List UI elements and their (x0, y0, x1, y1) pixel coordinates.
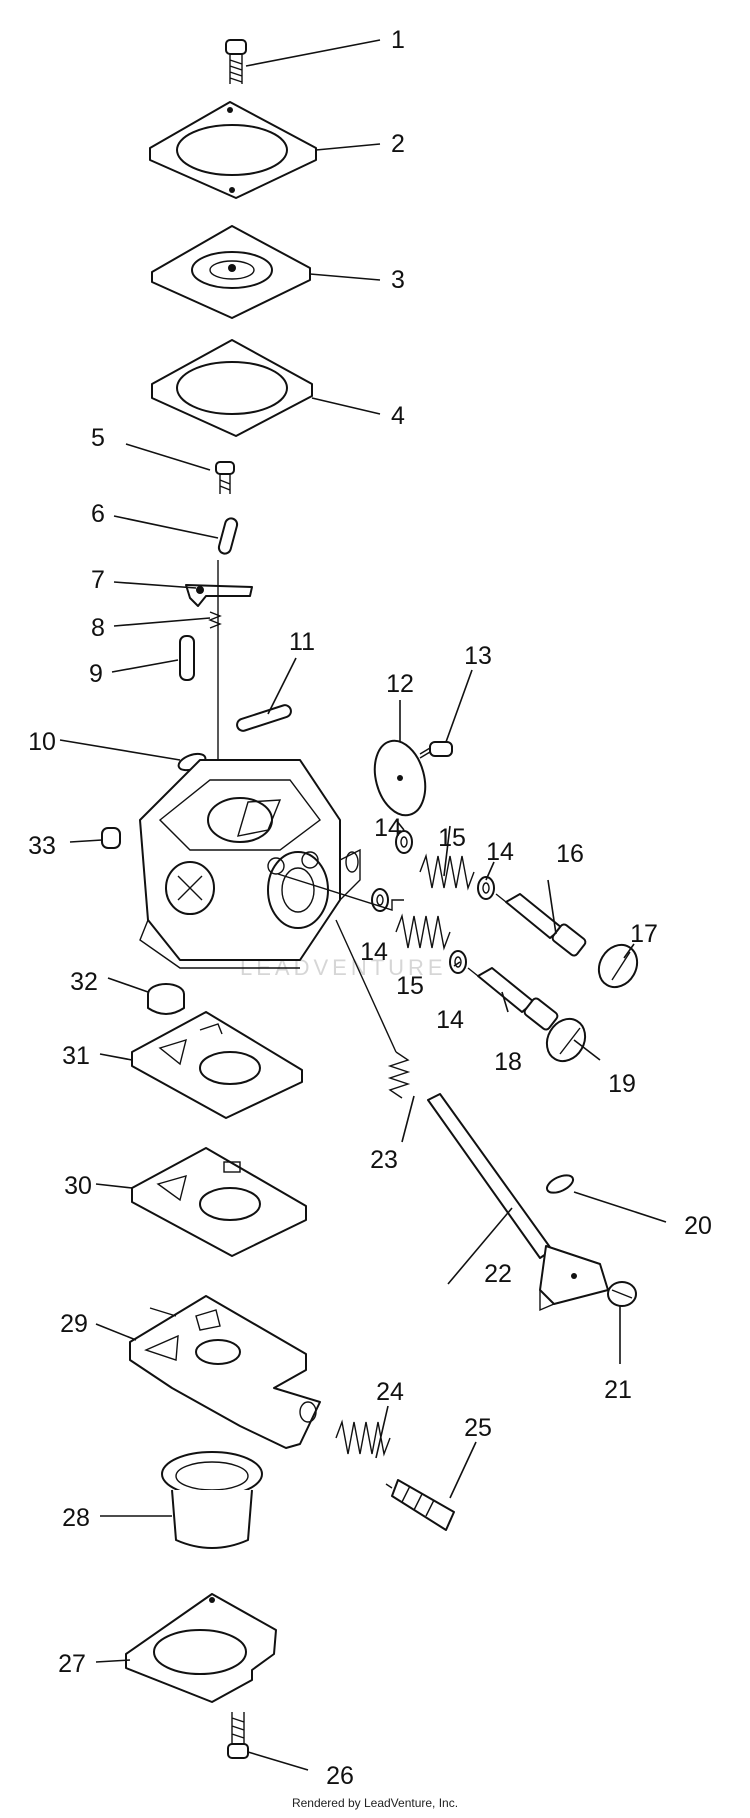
callout-7: 7 (91, 566, 105, 594)
callout-4: 4 (391, 402, 405, 430)
callout-18: 18 (494, 1048, 522, 1076)
callout-17: 17 (630, 920, 658, 948)
callout-14-a: 14 (374, 814, 402, 842)
part-13-screw (419, 741, 453, 759)
part-9-needle (179, 635, 195, 681)
part-23-spring (335, 919, 411, 1099)
part-19-limiter-cap (545, 1017, 587, 1063)
callout-20: 20 (684, 1212, 712, 1240)
part-14-washer-c (477, 876, 495, 900)
part-15-spring-a (419, 853, 475, 891)
callout-27: 27 (58, 1650, 86, 1678)
callout-19: 19 (608, 1070, 636, 1098)
leader-lines (59, 39, 667, 1771)
part-2-cover-plate (149, 101, 317, 199)
callout-11: 11 (289, 628, 315, 656)
callout-14-d: 14 (436, 1006, 464, 1034)
callout-29: 29 (60, 1310, 88, 1338)
part-21-nut (607, 1281, 637, 1307)
part-29-pump-body (129, 1295, 321, 1449)
callout-15-b: 15 (396, 972, 424, 1000)
callout-2: 2 (391, 130, 405, 158)
part-7-metering-lever (185, 584, 253, 607)
callout-14-c: 14 (360, 938, 388, 966)
part-28-primer-bulb (161, 1451, 263, 1549)
callout-labels: 1 2 3 4 5 6 7 8 9 10 11 12 13 14 14 14 1… (28, 26, 712, 1790)
part-18-needle-screw (467, 967, 559, 1031)
callout-30: 30 (64, 1172, 92, 1200)
part-6-pin (217, 517, 239, 555)
part-27-gasket (125, 1593, 277, 1703)
part-16-needle-screw (495, 893, 587, 957)
callout-3: 3 (391, 266, 405, 294)
part-15-spring-b (395, 913, 451, 951)
callout-15-a: 15 (438, 824, 466, 852)
callout-14-b: 14 (486, 838, 514, 866)
callout-6: 6 (91, 500, 105, 528)
part-24-spring (335, 1419, 391, 1457)
carburetor-body (139, 759, 361, 969)
callout-13: 13 (464, 642, 492, 670)
part-20-clip (545, 1174, 575, 1194)
footer-credit: Rendered by LeadVenture, Inc. (291, 1796, 459, 1810)
part-1-screw (225, 39, 247, 84)
callout-16: 16 (556, 840, 584, 868)
callout-28: 28 (62, 1504, 90, 1532)
callout-33: 33 (28, 832, 56, 860)
part-8-spring (208, 611, 222, 629)
callout-26: 26 (326, 1762, 354, 1790)
callout-8: 8 (91, 614, 105, 642)
callout-10: 10 (28, 728, 56, 756)
part-26-screw (227, 1712, 249, 1759)
part-17-limiter-cap (597, 943, 639, 989)
part-22-throttle-shaft (427, 1093, 609, 1312)
part-12-throttle-disc (373, 739, 427, 817)
part-33-cap (101, 827, 121, 849)
callout-31: 31 (62, 1042, 90, 1070)
part-14-washer-a (395, 830, 413, 854)
part-4-gasket (151, 339, 313, 437)
part-5-screw (215, 461, 235, 494)
callout-22: 22 (484, 1260, 512, 1288)
callout-32: 32 (70, 968, 98, 996)
part-32-plug (147, 983, 185, 1015)
callout-24: 24 (376, 1378, 404, 1406)
part-14-washer-d (449, 950, 467, 974)
part-31-gasket (131, 1011, 303, 1119)
callout-5: 5 (91, 424, 105, 452)
callout-25: 25 (464, 1414, 492, 1442)
callout-9: 9 (89, 660, 103, 688)
callout-1: 1 (391, 26, 405, 54)
callout-12: 12 (386, 670, 414, 698)
part-11-pin (236, 704, 292, 732)
callout-21: 21 (604, 1376, 632, 1404)
part-3-diaphragm (151, 225, 311, 319)
part-30-metering-plate (131, 1147, 307, 1257)
part-25-idle-screw (385, 1479, 455, 1531)
callout-23: 23 (370, 1146, 398, 1174)
